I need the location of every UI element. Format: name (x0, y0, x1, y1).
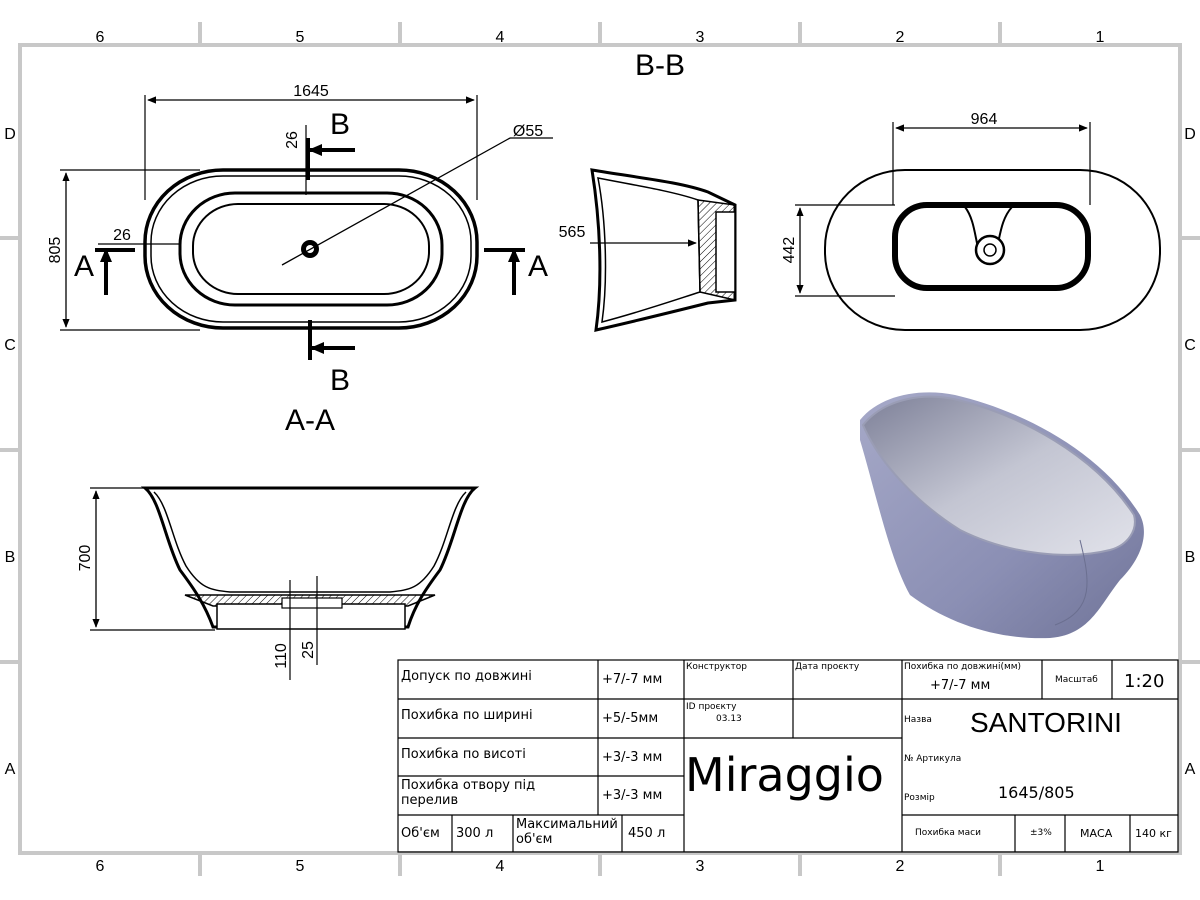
zone-bottom-1: 1 (1096, 858, 1105, 875)
max-volume-label-line1: Максимальний (516, 817, 618, 832)
tolerance-height-value: +3/-3 мм (602, 750, 663, 765)
top-view (60, 95, 553, 360)
zone-left-d: D (4, 126, 16, 143)
zone-top-5: 5 (296, 29, 305, 46)
dim-height: 700 (77, 545, 94, 572)
max-volume-label-line2: об'єм (516, 832, 553, 847)
zone-top-1: 1 (1096, 29, 1105, 46)
dim-inner-length: 964 (971, 111, 998, 128)
bathtub-3d-render (860, 392, 1144, 639)
section-bb-title: B-B (635, 49, 685, 82)
product-name: SANTORINI (970, 707, 1122, 738)
bottom-view (795, 122, 1161, 331)
drawing-frame (0, 22, 1200, 876)
cut-label-a-right: A (528, 250, 548, 283)
dim-base-110: 110 (273, 643, 290, 669)
dim-drain-diameter: Ø55 (513, 123, 543, 140)
tolerance-height-label: Похибка по висоті (401, 747, 526, 762)
max-volume-value: 450 л (628, 826, 666, 841)
zone-left-b: B (5, 549, 16, 566)
size-value: 1645/805 (998, 783, 1075, 802)
zone-top-4: 4 (496, 29, 505, 46)
zone-top-6: 6 (96, 29, 105, 46)
dim-top-width: 805 (47, 237, 64, 264)
dim-inner-width: 442 (781, 237, 798, 264)
dim-rim-top: 26 (284, 131, 301, 149)
zone-bottom-3: 3 (696, 858, 705, 875)
volume-value: 300 л (456, 826, 494, 841)
dim-side-depth: 565 (559, 224, 586, 241)
project-id-value: 03.13 (716, 714, 742, 724)
zone-right-a: A (1185, 761, 1196, 778)
section-aa-title: A-A (285, 404, 335, 437)
zone-left-a: A (5, 761, 16, 778)
zone-right-b: B (1185, 549, 1196, 566)
zone-right-c: C (1184, 337, 1196, 354)
constructor-label: Конструктор (686, 662, 747, 672)
cut-label-a-left: A (74, 250, 94, 283)
project-id-label: ID проєкту (686, 702, 737, 712)
cut-label-b-top: B (330, 108, 350, 141)
dim-rim-side: 26 (113, 227, 131, 244)
tolerance-overflow-label-line1: Похибка отвору під (401, 778, 536, 793)
tolerance-overflow-value: +3/-3 мм (602, 788, 663, 803)
tolerance-width-value: +5/-5мм (602, 711, 659, 726)
tolerance-overflow-label-line2: перелив (401, 793, 459, 808)
zone-bottom-6: 6 (96, 858, 105, 875)
length-tolerance-value: +7/-7 мм (930, 678, 991, 693)
article-label: № Артикула (904, 754, 962, 764)
name-label: Назва (904, 715, 932, 725)
zone-right-d: D (1184, 126, 1196, 143)
mass-tolerance-value: ±3% (1030, 828, 1052, 838)
mass-value: 140 кг (1135, 827, 1172, 840)
mass-tolerance-label: Похибка маси (915, 828, 981, 838)
project-date-label: Дата проєкту (795, 662, 860, 672)
tolerance-length-value: +7/-7 мм (602, 672, 663, 687)
volume-label: Об'єм (401, 826, 440, 841)
zone-labels: 6 5 4 3 2 1 6 5 4 3 2 1 D C B A D C B A (4, 29, 1196, 875)
front-section-view (90, 486, 480, 680)
length-tolerance-label: Похибка по довжині(мм) (904, 662, 1022, 672)
dim-base-25: 25 (300, 641, 317, 659)
zone-top-3: 3 (696, 29, 705, 46)
zone-left-c: C (4, 337, 16, 354)
zone-top-2: 2 (896, 29, 905, 46)
zone-bottom-5: 5 (296, 858, 305, 875)
side-section-view (590, 168, 737, 332)
mass-label: МАСА (1080, 827, 1113, 840)
tolerance-width-label: Похибка по ширині (401, 708, 533, 723)
scale-value: 1:20 (1124, 671, 1165, 692)
tolerance-length-label: Допуск по довжині (401, 669, 532, 684)
title-block (397, 659, 1179, 853)
cut-label-b-bottom: B (330, 364, 350, 397)
size-label: Розмір (904, 793, 935, 803)
brand-logo-text: Miraggio (685, 748, 884, 802)
zone-bottom-4: 4 (496, 858, 505, 875)
dim-top-length: 1645 (293, 83, 329, 100)
zone-bottom-2: 2 (896, 858, 905, 875)
scale-label: Масштаб (1055, 675, 1098, 685)
